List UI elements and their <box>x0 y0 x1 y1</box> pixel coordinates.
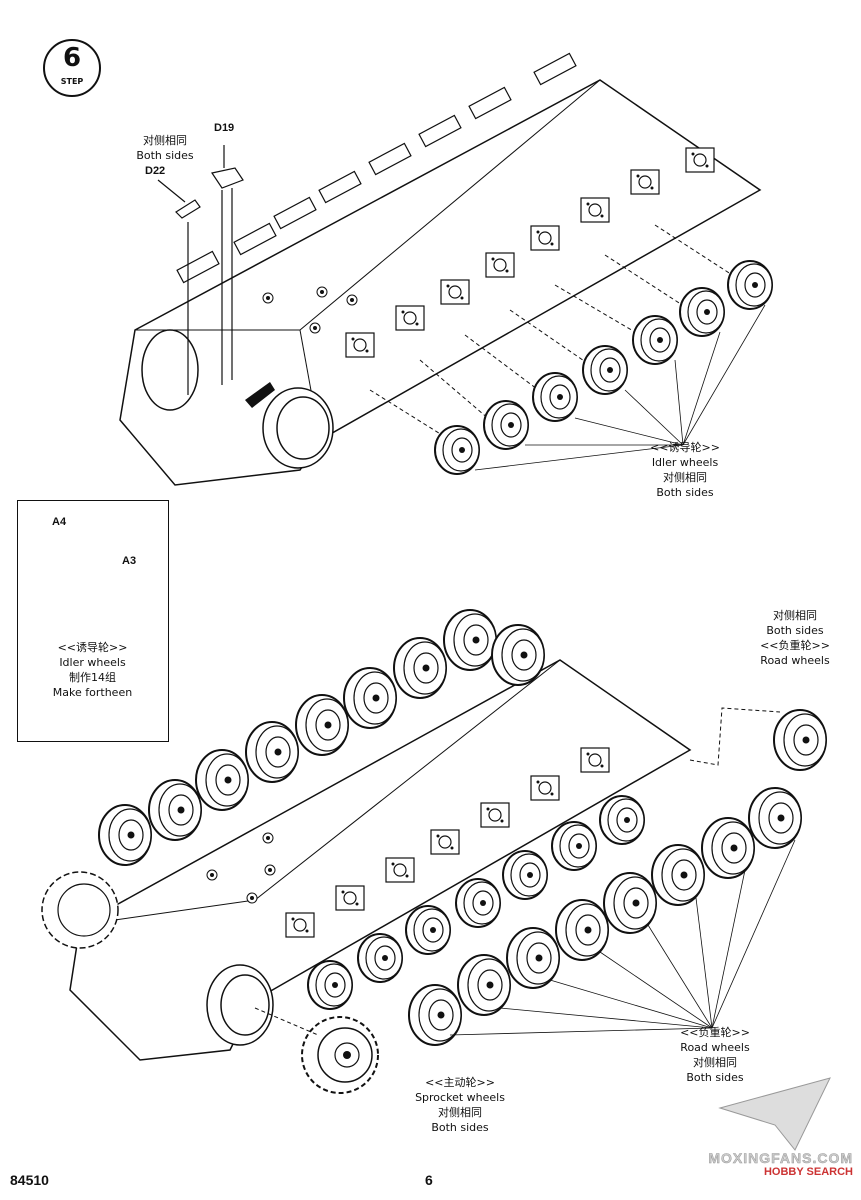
road-bottom-cn: <<负重轮>> <box>680 1026 750 1039</box>
step-label: STEP <box>61 77 84 86</box>
inset-title-cn: <<诱导轮>> <box>57 641 128 654</box>
bottom-hull <box>69 659 692 1061</box>
part-a3-label: A3 <box>122 555 137 567</box>
step-number: 6 <box>63 43 81 73</box>
sprocket-both-cn: 对侧相同 <box>438 1106 482 1119</box>
d22-note: 对侧相同 Both sides <box>115 133 215 163</box>
sprocket-cn: <<主动轮>> <box>425 1076 495 1089</box>
part-d22-label: D22 <box>145 165 166 177</box>
sprocket-en: Sprocket wheels <box>415 1091 505 1104</box>
idler-inset-panel <box>17 500 169 742</box>
top-idler-note: <<诱导轮>> Idler wheels 对侧相同 Both sides <box>630 440 740 500</box>
loose-sprocket-icon <box>301 1016 379 1094</box>
top-idler-cn: <<诱导轮>> <box>650 441 720 454</box>
model-number: 84510 <box>10 1172 49 1188</box>
top-hull <box>119 79 762 486</box>
road-top-both-cn: 对侧相同 <box>773 609 817 622</box>
top-idler-both-en: Both sides <box>656 486 714 499</box>
part-a4-label: A4 <box>52 516 67 528</box>
sprocket-both-en: Both sides <box>431 1121 489 1134</box>
road-top-cn: <<负重轮>> <box>760 639 830 652</box>
inset-qty-cn: 制作14组 <box>69 671 116 684</box>
top-callout-lines <box>474 304 766 471</box>
road-top-both-en: Both sides <box>766 624 824 637</box>
paper-plane-icon <box>718 1077 831 1151</box>
road-wheel-leader <box>689 707 781 766</box>
road-bottom-both-cn: 对侧相同 <box>693 1056 737 1069</box>
road-bottom-en: Road wheels <box>680 1041 750 1054</box>
inset-title-en: Idler wheels <box>59 656 126 669</box>
sprocket-note: <<主动轮>> Sprocket wheels 对侧相同 Both sides <box>405 1075 515 1135</box>
road-top-en: Road wheels <box>760 654 830 667</box>
part-d19-label: D19 <box>214 122 235 134</box>
d22-note-en: Both sides <box>136 149 194 162</box>
inset-qty-en: Make fortheen <box>52 686 133 699</box>
watermark-url: MOXINGFANS.COM <box>708 1150 853 1167</box>
step-badge-icon: 6 STEP <box>43 39 101 97</box>
hull-sprocket-icon <box>41 871 119 949</box>
watermark: MOXINGFANS.COM HOBBY SEARCH <box>708 1150 853 1178</box>
top-idler-en: Idler wheels <box>651 456 719 469</box>
d22-note-cn: 对侧相同 <box>143 134 187 147</box>
watermark-brand: HOBBY SEARCH <box>763 1166 853 1178</box>
road-top-note: 对侧相同 Both sides <<负重轮>> Road wheels <box>740 608 850 668</box>
page-number: 6 <box>425 1172 433 1188</box>
d22-part-icon <box>157 179 201 395</box>
top-leader-dashes <box>369 224 741 441</box>
loose-road-wheel-icon <box>773 709 827 771</box>
top-idler-both-cn: 对侧相同 <box>663 471 707 484</box>
top-upper-suspension <box>176 52 577 284</box>
bottom-callout-lines <box>449 839 796 1036</box>
road-bottom-both-en: Both sides <box>686 1071 744 1084</box>
road-bottom-note: <<负重轮>> Road wheels 对侧相同 Both sides <box>660 1025 770 1085</box>
inset-note: <<诱导轮>> Idler wheels 制作14组 Make fortheen <box>30 640 155 700</box>
d19-part-icon <box>211 145 244 385</box>
top-rear-bracket <box>245 382 275 408</box>
